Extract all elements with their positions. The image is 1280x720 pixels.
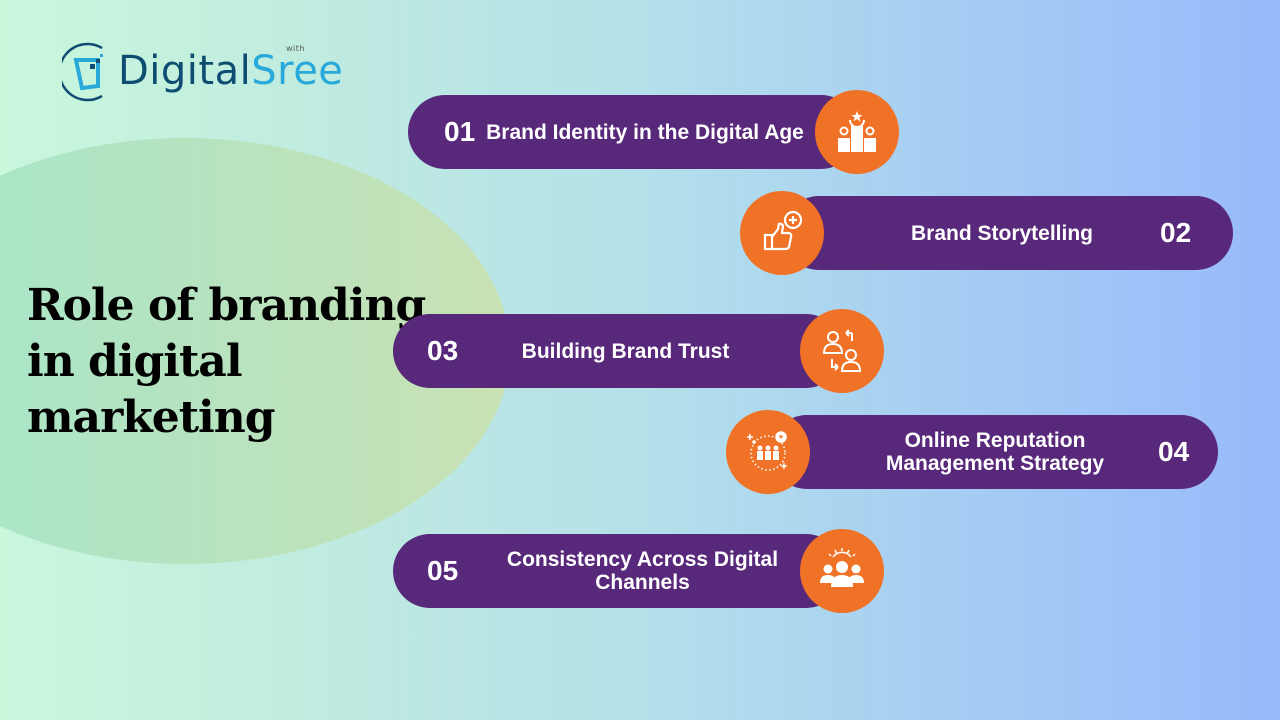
team-group-icon [800, 529, 884, 613]
item-number: 03 [427, 335, 459, 366]
logo-text-digital: Digital [118, 48, 252, 94]
item-03: 03 Building Brand Trust [393, 314, 843, 388]
item-label: Building Brand Trust [521, 339, 730, 363]
people-exchange-icon [800, 309, 884, 393]
logo: DigitalSree with [58, 38, 344, 104]
item-number: 01 [444, 116, 476, 147]
item-01: 01 Brand Identity in the Digital Age [408, 95, 858, 169]
item-number: 04 [1158, 436, 1190, 467]
thumbs-up-plus-icon [740, 191, 824, 275]
community-heart-icon [726, 410, 810, 494]
logo-text: DigitalSree with [118, 45, 344, 94]
item-number: 02 [1160, 217, 1192, 248]
logo-text-sree: Sree [251, 48, 344, 94]
logo-with-label: with [286, 44, 305, 53]
item-label: Consistency Across Digital Channels [506, 548, 779, 594]
logo-mark-icon [58, 38, 112, 104]
item-05: 05 Consistency Across Digital Channels [393, 534, 843, 608]
item-label: Brand Identity in the Digital Age [486, 120, 804, 144]
item-number: 05 [427, 555, 459, 586]
item-02: Brand Storytelling 02 [782, 196, 1233, 270]
page-title: Role of branding in digital marketing [27, 280, 426, 443]
item-label: Brand Storytelling [910, 221, 1094, 245]
item-04: Online Reputation Management Strategy 04 [770, 415, 1218, 489]
item-label: Online Reputation Management Strategy [885, 429, 1105, 475]
podium-star-icon [815, 90, 899, 174]
